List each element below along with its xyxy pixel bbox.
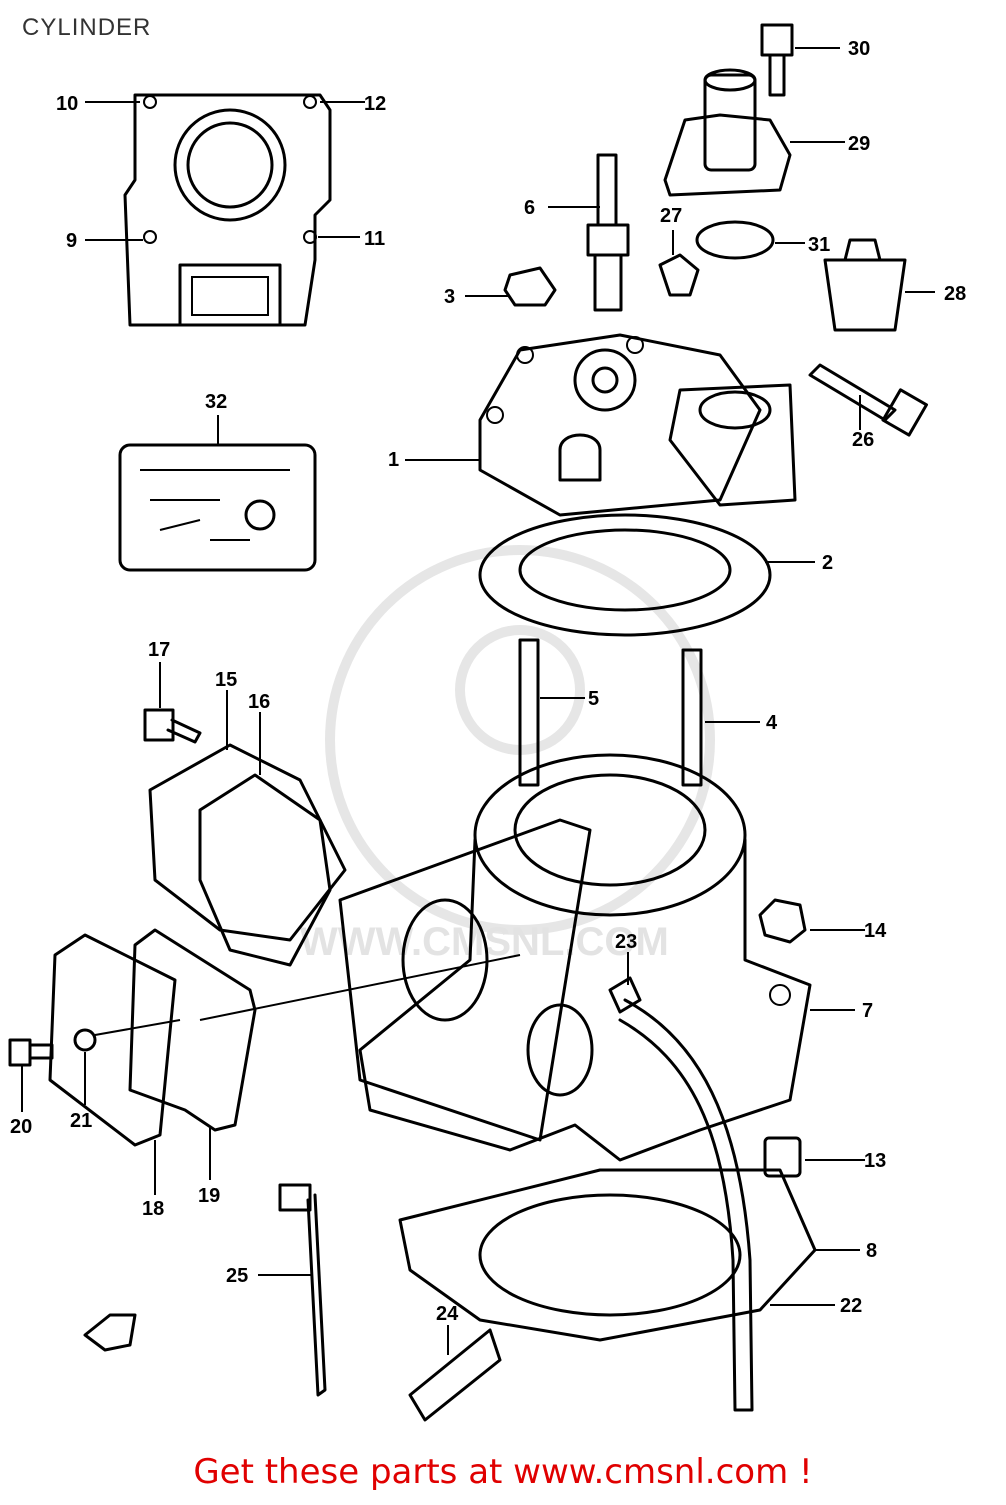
- screw-20: [8, 1038, 54, 1067]
- callout-14: 14: [864, 920, 887, 942]
- callout-13: 13: [864, 1150, 886, 1172]
- nut-3: [503, 266, 557, 307]
- callout-19: 19: [198, 1185, 220, 1207]
- hose-22: [618, 998, 754, 1412]
- nut-27: [658, 253, 700, 297]
- callout-26: 26: [852, 429, 874, 451]
- head-gasket-2: [478, 513, 772, 637]
- leader-lines: [21, 47, 935, 1355]
- callout-2: 2: [822, 552, 833, 574]
- callout-1: 1: [388, 449, 399, 471]
- callout-10: 10: [56, 93, 78, 115]
- gasket-15: [148, 743, 347, 942]
- callout-31: 31: [808, 234, 830, 256]
- callout-7: 7: [862, 1000, 873, 1022]
- callout-22: 22: [840, 1295, 862, 1317]
- callout-18: 18: [142, 1198, 164, 1220]
- callout-8: 8: [866, 1240, 877, 1262]
- cover-18: [48, 933, 177, 1147]
- bolt-30: [760, 23, 794, 97]
- callout-32: 32: [205, 391, 227, 413]
- wire-25: [278, 1183, 327, 1397]
- stud-5: [518, 638, 540, 787]
- nut-14: [758, 898, 807, 944]
- label-24: [408, 1328, 502, 1422]
- callout-24: 24: [436, 1303, 459, 1325]
- callout-labels: 1 2 3 4 5 6 7 8 9 10 11 12 13 14 15 16 1…: [10, 38, 966, 1325]
- gasket-16: [198, 773, 332, 967]
- bolt-26: [808, 363, 928, 437]
- callout-29: 29: [848, 133, 870, 155]
- thermostat-28: [823, 238, 907, 332]
- callout-16: 16: [248, 691, 270, 713]
- callout-6: 6: [524, 197, 535, 219]
- base-gasket-8: [398, 1168, 817, 1342]
- callout-20: 20: [10, 1116, 32, 1138]
- callout-28: 28: [944, 283, 966, 305]
- water-outlet-29: [663, 68, 792, 197]
- callout-30: 30: [848, 38, 870, 60]
- callout-23: 23: [615, 931, 637, 953]
- cylinder-7: [338, 753, 812, 1162]
- callout-27: 27: [660, 205, 682, 227]
- callout-9: 9: [66, 230, 77, 252]
- gasket-set-32: [118, 443, 317, 572]
- front-arrow-icon: [83, 1313, 137, 1352]
- clamp-23: [608, 976, 642, 1014]
- callout-15: 15: [215, 669, 237, 691]
- callout-11: 11: [364, 228, 385, 250]
- gasket-19: [128, 928, 257, 1132]
- o-ring-31: [695, 220, 775, 260]
- spark-plug-6: [586, 153, 630, 312]
- footer-link[interactable]: Get these parts at www.cmsnl.com !: [193, 1452, 813, 1492]
- callout-21: 21: [70, 1110, 92, 1132]
- callout-5: 5: [588, 688, 599, 710]
- callout-25: 25: [226, 1265, 248, 1287]
- callout-3: 3: [444, 286, 455, 308]
- callout-17: 17: [148, 639, 170, 661]
- cylinder-head-1: [478, 333, 797, 517]
- stud-4: [681, 648, 703, 787]
- callout-12: 12: [364, 93, 386, 115]
- callout-4: 4: [766, 712, 778, 734]
- diagram-title: CYLINDER: [22, 14, 152, 41]
- cylinder-top-view: [123, 93, 332, 327]
- bolt-17: [143, 708, 202, 744]
